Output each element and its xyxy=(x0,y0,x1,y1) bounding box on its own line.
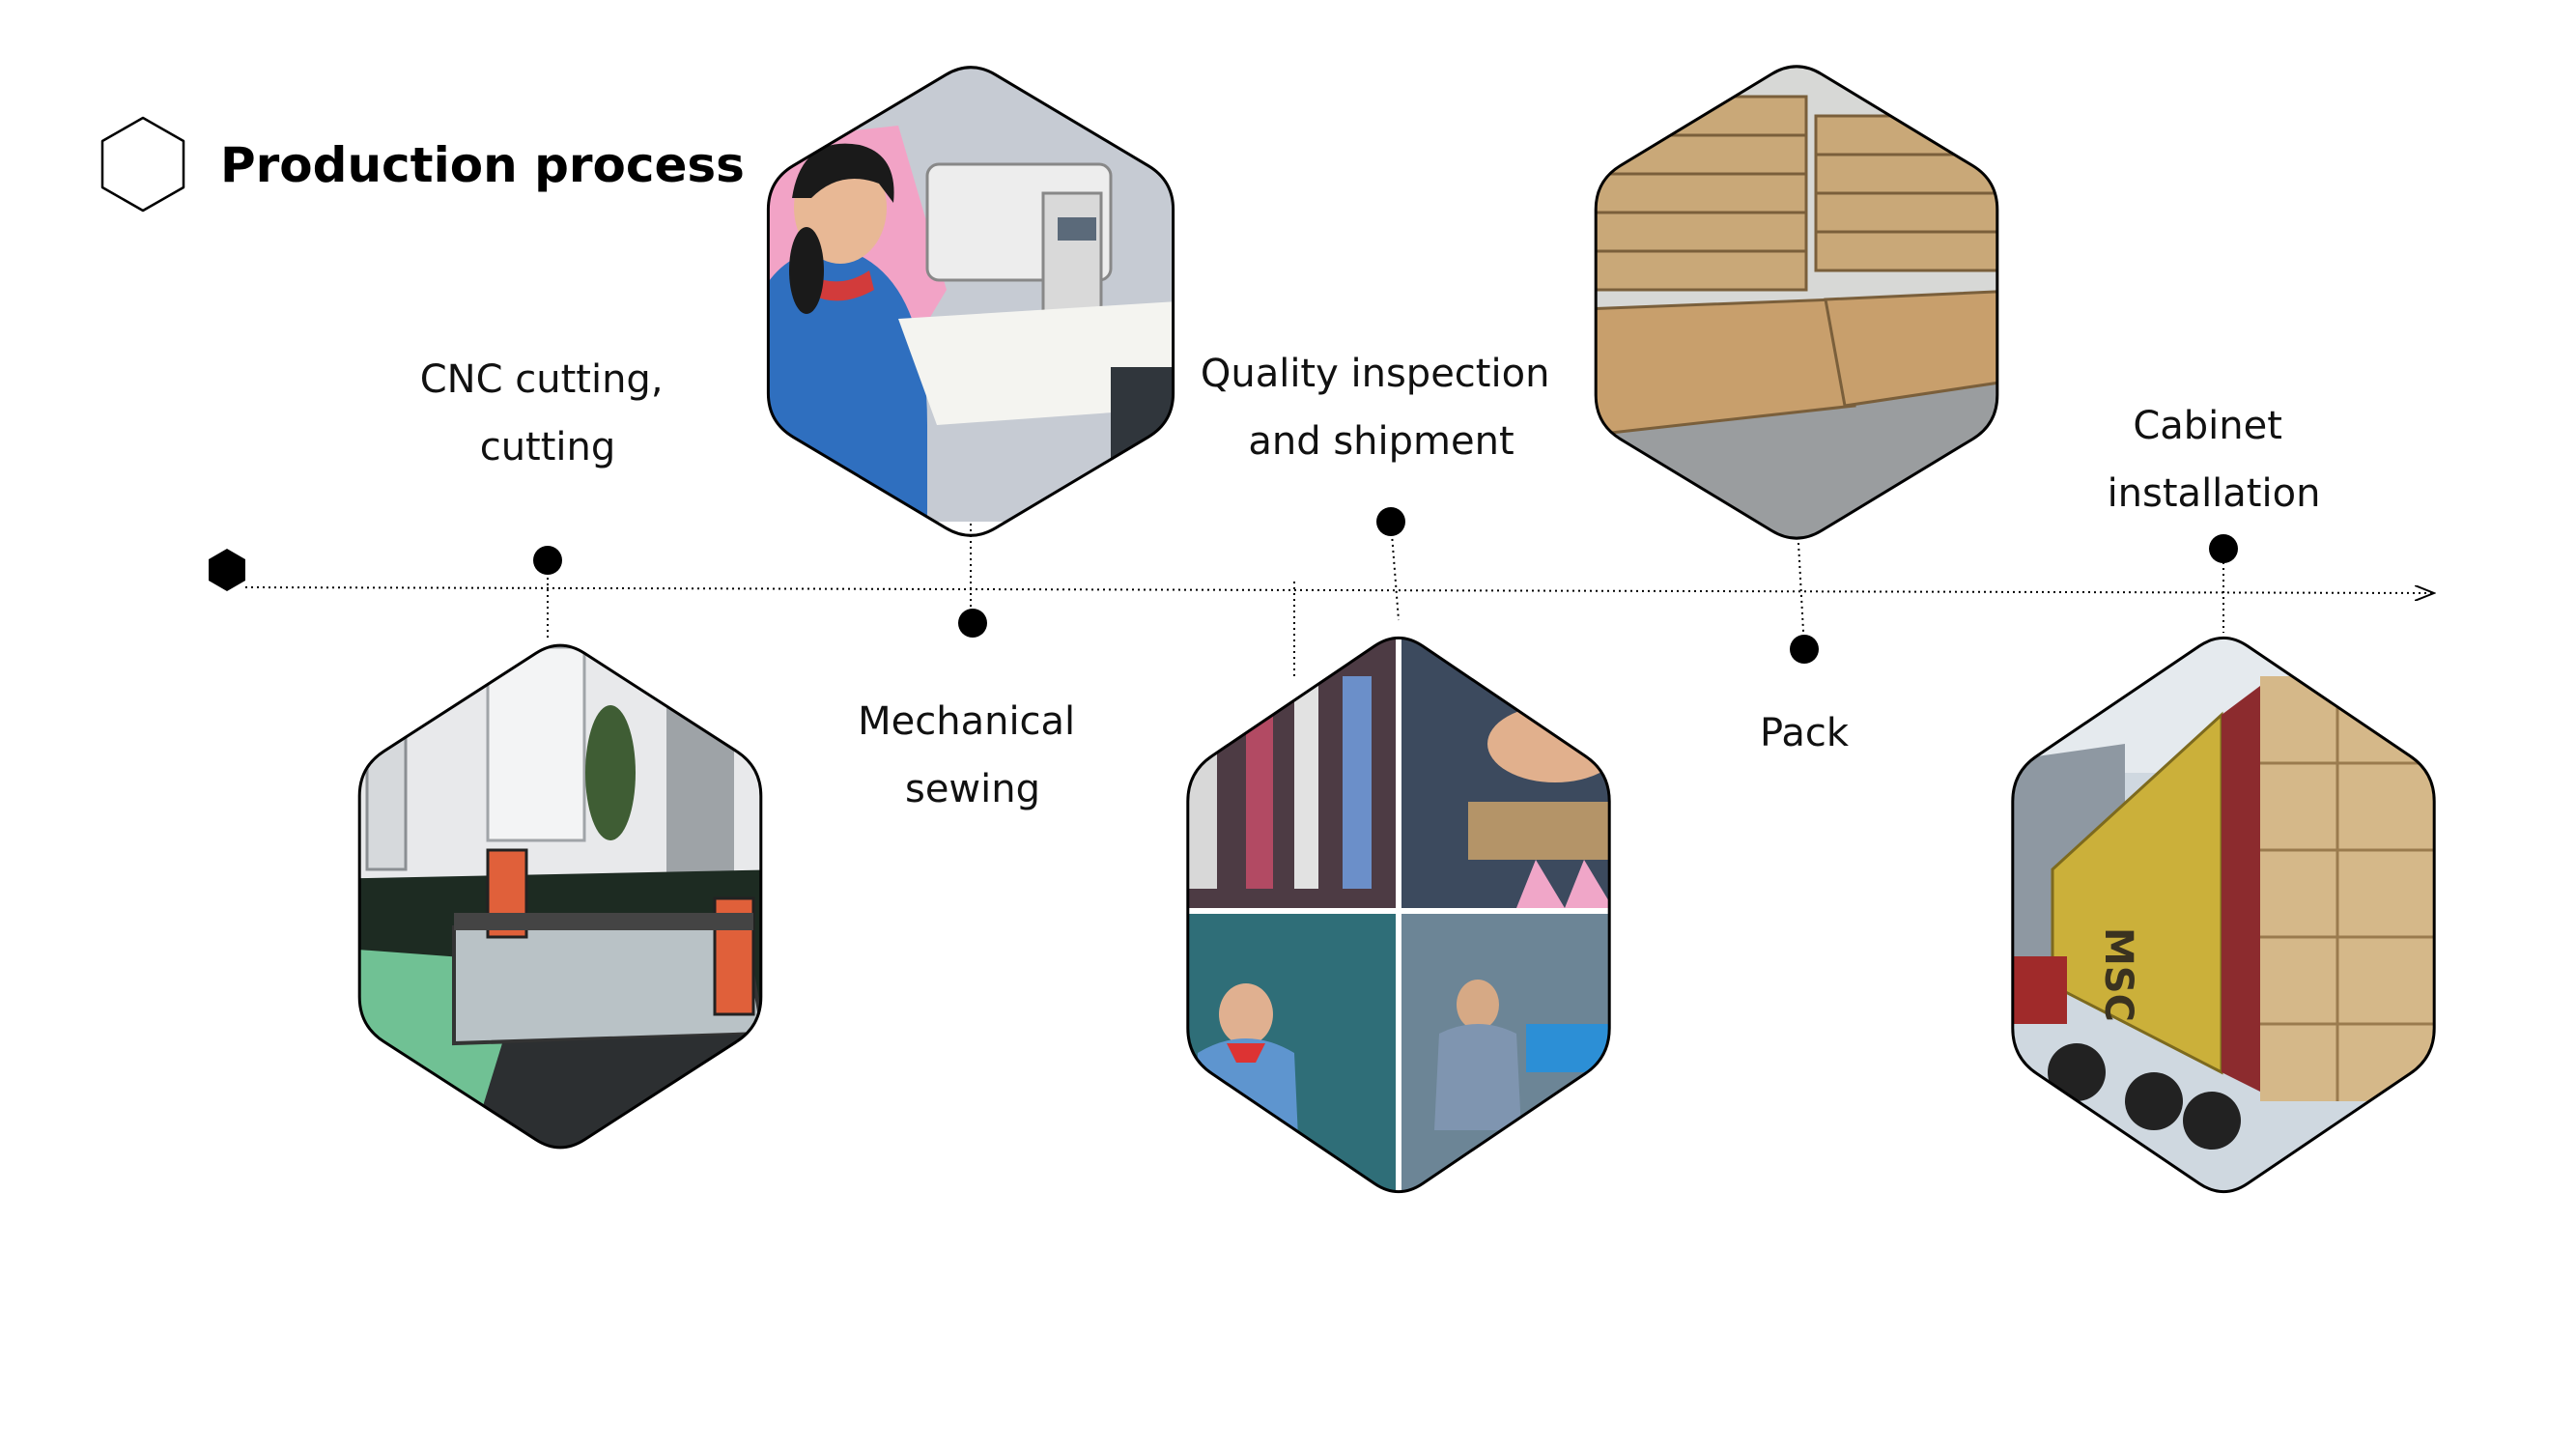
workshop-collage-photo xyxy=(1187,638,1610,1192)
dot-cab xyxy=(2209,534,2238,563)
connector-pack xyxy=(1798,542,1805,650)
timeline xyxy=(209,549,2434,593)
label-cnc: CNC cutting, cutting xyxy=(420,357,676,469)
frame-pack xyxy=(1594,65,1999,540)
svg-text:MSC: MSC xyxy=(2096,927,2140,1022)
cnc-cutting-machine-photo xyxy=(359,645,761,1148)
page-title: Production process xyxy=(220,137,745,193)
frame-cnc xyxy=(357,643,763,1150)
label-qc: Quality inspection and shipment xyxy=(1201,352,1562,464)
frame-sew xyxy=(766,66,1175,537)
timeline-start-hexagon xyxy=(209,549,245,591)
dot-sew xyxy=(958,609,987,638)
connector-qc xyxy=(1390,521,1400,621)
label-sew: Mechanical sewing xyxy=(858,699,1088,811)
photo-frames xyxy=(357,65,2436,1194)
step-labels: CNC cutting, cutting Mechanical sewing Q… xyxy=(420,352,2321,811)
dot-cnc xyxy=(533,546,562,575)
frame-cab xyxy=(2011,636,2436,1194)
shipping-container-truck-photo: MSC xyxy=(2012,638,2435,1192)
hexagon-outline-icon xyxy=(100,116,185,213)
label-pack: Pack xyxy=(1760,711,1850,755)
stacked-cartons-photo xyxy=(1596,66,1997,539)
dot-qc xyxy=(1376,507,1405,536)
dot-pack xyxy=(1790,635,1819,664)
connectors xyxy=(533,500,2238,676)
label-cab: Cabinet installation xyxy=(2108,404,2321,516)
sewing-machine-worker-photo xyxy=(768,67,1174,522)
timeline-axis xyxy=(244,587,2434,593)
frame-qc xyxy=(1186,636,1611,1194)
header: Production process xyxy=(100,116,745,213)
